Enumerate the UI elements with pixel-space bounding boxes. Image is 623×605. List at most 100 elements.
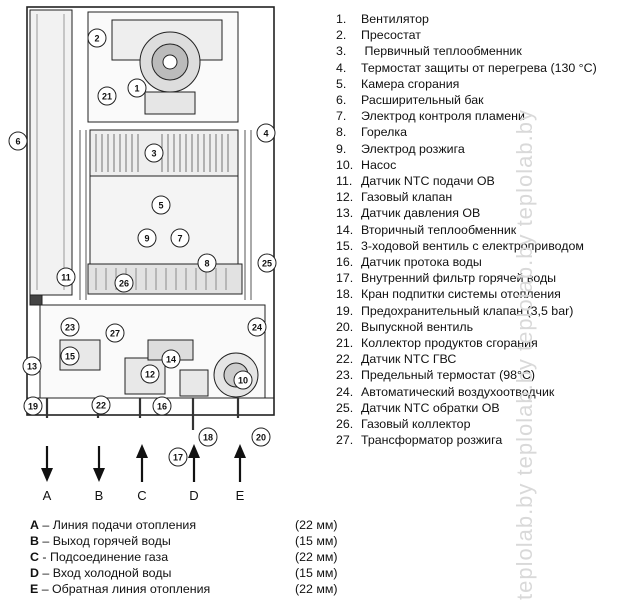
legend-item: 3. Первичный теплообменник xyxy=(336,43,606,59)
legend-item-number: 1. xyxy=(336,12,347,26)
legend-item-label: Газовый коллектор xyxy=(361,417,471,432)
connection-description: – Обратная линия отопления xyxy=(38,582,211,596)
connection-row: A – Линия подачи отопления (22 мм) xyxy=(30,517,360,533)
connection-row: D – Вход холодной воды(15 мм) xyxy=(30,565,360,581)
legend-item: 21.Коллектор продуктов сгорания xyxy=(336,335,606,351)
callout-19: 19 xyxy=(23,396,43,416)
callout-number: 18 xyxy=(203,433,213,443)
legend-item-number: 8. xyxy=(336,125,347,140)
callout-8: 8 xyxy=(197,253,217,273)
legend-item-number: 2. xyxy=(336,28,347,43)
callout-7: 7 xyxy=(170,228,190,248)
callout-17: 17 xyxy=(168,447,188,467)
connection-dimension: (22 мм) xyxy=(295,518,338,532)
callout-number: 12 xyxy=(145,370,155,380)
connection-description: – Выход горячей воды xyxy=(38,534,171,548)
legend-item-label: Автоматический воздухоотводчик xyxy=(361,384,555,399)
connection-label-a: A xyxy=(43,488,52,503)
connection-key: B xyxy=(30,534,39,548)
boiler-casing xyxy=(26,6,275,416)
legend-item-number: 3. xyxy=(336,44,347,59)
callout-number: 26 xyxy=(119,279,129,289)
callout-number: 27 xyxy=(110,329,120,339)
connection-row: B – Выход горячей воды(15 мм) xyxy=(30,533,360,549)
callout-14: 14 xyxy=(161,349,181,369)
callout-number: 21 xyxy=(102,92,112,102)
legend-item: 7.Электрод контроля пламени xyxy=(336,108,606,124)
callout-number: 2 xyxy=(94,34,99,44)
legend-item: 27.Трансформатор розжига xyxy=(336,432,606,448)
legend-item-label: Электрод контроля пламени xyxy=(361,109,525,124)
callout-number: 8 xyxy=(204,259,209,269)
watermark-text: teplolab.by teplolab.by teplolab.by tepl… xyxy=(512,109,537,600)
connection-row: C - Подсоединение газа (22 мм) xyxy=(30,549,360,565)
legend-item-number: 19. xyxy=(336,303,354,318)
connection-label-e: E xyxy=(236,488,245,503)
legend-item-label: Горелка xyxy=(361,125,407,140)
legend-item: 8. Горелка xyxy=(336,124,606,140)
callout-number: 9 xyxy=(144,234,149,244)
connection-label-b: B xyxy=(95,488,104,503)
legend-item-label: Датчик NTC обратки ОВ xyxy=(361,400,500,415)
legend-item-label: Датчик протока воды xyxy=(361,255,482,270)
expansion-tank xyxy=(29,9,73,296)
arrow-e-up-icon xyxy=(234,444,246,482)
callout-number: 22 xyxy=(96,401,106,411)
arrow-b-down-icon xyxy=(93,446,105,482)
connection-description: – Линия подачи отопления xyxy=(38,518,197,532)
connection-key: D xyxy=(30,566,39,580)
legend-item: 17. Внутренний фильтр горячей воды xyxy=(336,270,606,286)
callout-12: 12 xyxy=(140,364,160,384)
callout-number: 10 xyxy=(238,376,248,386)
connection-key: A xyxy=(30,518,39,532)
callout-number: 19 xyxy=(28,402,38,412)
arrow-a-down-icon xyxy=(41,446,53,482)
legend-item-number: 27. xyxy=(336,433,354,448)
legend-item: 9.Электрод розжига xyxy=(336,141,606,157)
arrow-c-up-icon xyxy=(136,444,148,482)
legend-item-label: Датчик NTC ГВС xyxy=(361,352,457,367)
callout-number: 7 xyxy=(177,234,182,244)
legend-item-label: 3-ходовой вентиль с електроприводом xyxy=(361,238,584,253)
callout-number: 6 xyxy=(15,137,20,147)
legend-item: 23.Предельный термостат (98°C) xyxy=(336,367,606,383)
legend-item-number: 25. xyxy=(336,400,354,415)
callout-15: 15 xyxy=(60,346,80,366)
callout-18: 18 xyxy=(198,427,218,447)
legend-item-number: 9. xyxy=(336,141,347,156)
connection-legend: A – Линия подачи отопления(22 мм)B – Вых… xyxy=(30,517,360,597)
primary-heat-exchanger xyxy=(89,129,239,177)
legend-item: 13.Датчик давления ОВ xyxy=(336,205,606,221)
connection-dimension: (22 мм) xyxy=(295,582,338,596)
legend-item-number: 10. xyxy=(336,157,354,172)
legend-item-number: 4. xyxy=(336,60,347,75)
legend-item-label: Кран подпитки системы отопления xyxy=(361,287,561,302)
legend-item-number: 11. xyxy=(336,174,353,189)
legend-item: 1. Вентилятор xyxy=(336,11,606,27)
legend-item-label: Внутренний фильтр горячей воды xyxy=(361,271,557,286)
callout-number: 15 xyxy=(65,352,75,362)
legend-item-label: Вторичный теплообменник xyxy=(361,222,517,237)
legend-item-number: 21. xyxy=(336,336,354,351)
legend-item: 15.3-ходовой вентиль с електроприводом xyxy=(336,238,606,254)
legend-item-label: Насос xyxy=(361,157,397,172)
connection-description: - Подсоединение газа xyxy=(38,550,169,564)
legend-item-label: Газовый клапан xyxy=(361,190,453,205)
legend-item: 12.Газовый клапан xyxy=(336,189,606,205)
legend-item-label: Первичный теплообменник xyxy=(361,44,522,59)
connection-dimension: (22 мм) xyxy=(295,550,338,564)
legend-item-number: 16. xyxy=(336,255,354,270)
legend-item-number: 17. xyxy=(336,271,354,286)
watermark: teplolab.by teplolab.by teplolab.by tepl… xyxy=(512,0,542,605)
connection-key: C xyxy=(30,550,39,564)
callout-6: 6 xyxy=(8,131,28,151)
callout-4: 4 xyxy=(256,123,276,143)
legend-item: 24.Автоматический воздухоотводчик xyxy=(336,384,606,400)
combustion-chamber xyxy=(89,175,239,265)
legend-item-label: Вентилятор xyxy=(361,12,429,26)
callout-number: 13 xyxy=(27,362,37,372)
callout-9: 9 xyxy=(137,228,157,248)
legend-item: 6.Расширительный бак xyxy=(336,92,606,108)
legend-item: 20.Выпускной вентиль xyxy=(336,319,606,335)
callout-21: 21 xyxy=(97,86,117,106)
